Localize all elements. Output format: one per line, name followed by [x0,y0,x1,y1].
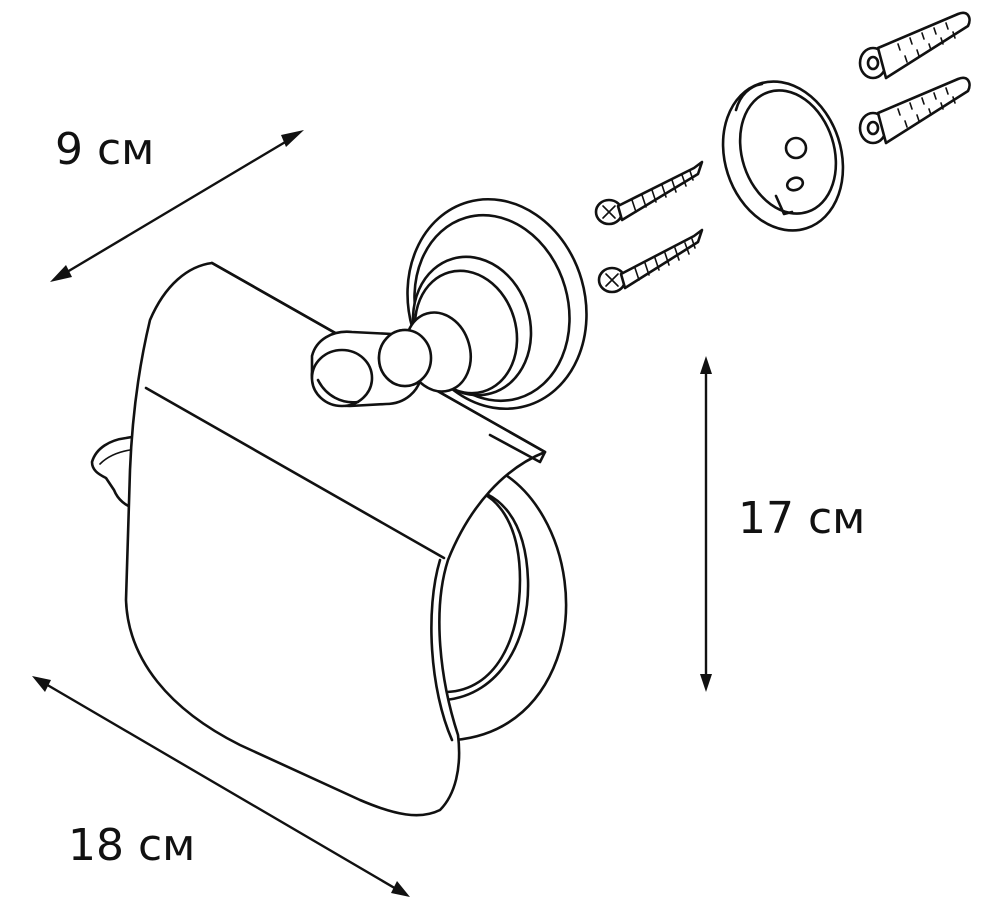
width-arrow [32,676,410,897]
wall-rosette [377,197,588,411]
depth-dimension-label: 9 см [55,124,155,175]
side-hook [90,434,140,510]
wall-plug-upper [858,11,971,80]
depth-arrow [50,130,304,282]
paper-roll [443,458,568,742]
screw-lower [597,228,704,294]
height-arrow [700,356,712,692]
width-dimension-label: 18 см [68,820,196,871]
screw-upper [594,160,704,226]
wall-plug-lower [858,76,971,145]
height-dimension-label: 17 см [738,493,866,544]
mounting-plate [721,80,845,232]
